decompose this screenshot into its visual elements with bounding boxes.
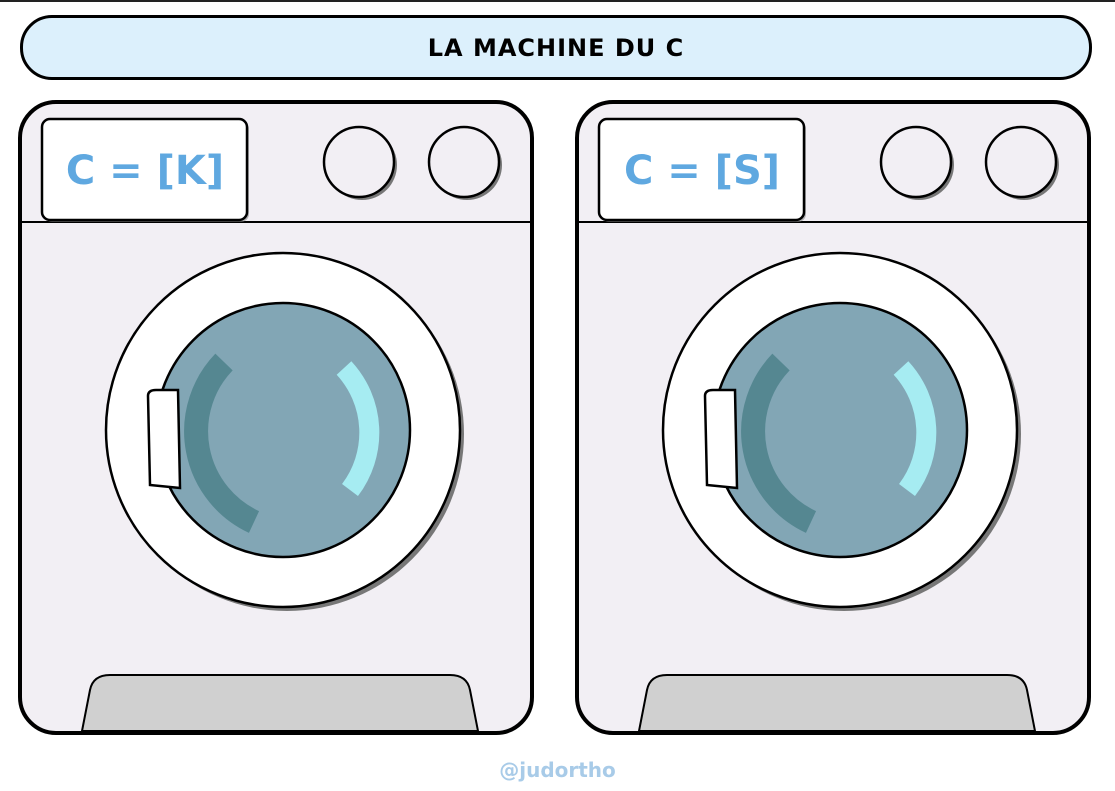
page-title: LA MACHINE DU C xyxy=(427,33,685,62)
title-banner: LA MACHINE DU C xyxy=(20,15,1092,80)
machine-label-s: C = [S] xyxy=(624,148,780,194)
author-credit: @judortho xyxy=(499,758,616,782)
washing-machine-s: C = [S] xyxy=(577,102,1089,733)
machine-label-k: C = [K] xyxy=(66,148,224,194)
top-divider xyxy=(0,0,1115,2)
washing-machine-k: C = [K] xyxy=(20,102,532,733)
